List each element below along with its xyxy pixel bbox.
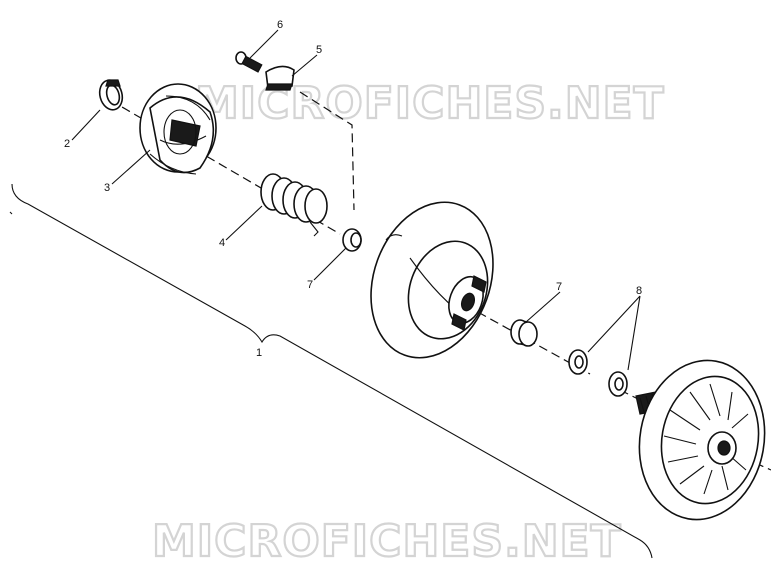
callout-7-right: 7 [556,281,562,293]
leader-4 [225,205,263,241]
callout-8: 8 [636,285,642,297]
leader-5 [291,54,318,77]
fixed-sheave [635,359,766,521]
watermark-bottom: MICROFICHES.NET [152,516,622,567]
callout-6: 6 [277,19,283,31]
sheave-disc [370,201,494,359]
callout-3: 3 [104,182,110,194]
leader-7b [525,291,561,323]
part-3-cam [139,83,217,175]
part-7-bushing-left [342,228,362,252]
leader-3 [111,149,151,185]
part-5-button [265,65,295,91]
part-6-screw [235,51,263,73]
leader-7a [313,247,347,281]
callout-1: 1 [256,347,262,359]
leader-2 [71,109,101,141]
part-4-spring [260,173,328,237]
bracket-mark [9,211,13,215]
part5-axis [299,91,355,211]
part-8-washer-b [608,371,628,397]
callout-4: 4 [219,237,225,249]
leader-8 [587,295,641,371]
part-7-bushing-right [510,319,538,347]
callout-2: 2 [64,138,70,150]
part-2-snap-ring [98,79,124,111]
assembly-bracket [11,183,653,559]
callout-7-left: 7 [307,279,313,291]
leader-6 [249,29,279,59]
part-8-washer-a [568,349,588,375]
callout-5: 5 [316,44,322,56]
watermark-top: MICROFICHES.NET [195,78,665,129]
